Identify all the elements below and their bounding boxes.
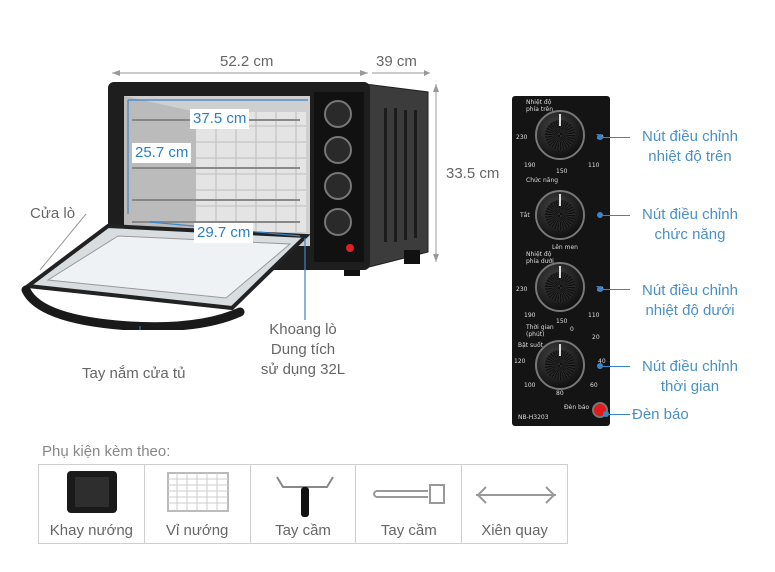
timer-knob[interactable]: [535, 340, 585, 390]
chamber-line-1: Khoang lò: [269, 321, 337, 338]
pointer-dot-4: [597, 363, 603, 369]
pointer-line-1: [600, 137, 630, 138]
accessory-name: Khay nướng: [49, 522, 134, 539]
dim-depth: 39 cm: [376, 53, 417, 70]
chamber-label: Khoang lò Dung tích sử dụng 32L: [258, 320, 348, 380]
knob3-title: Nhiệt độ phía dưới: [526, 251, 554, 265]
accessory-name: Vỉ nướng: [165, 522, 229, 539]
knob1-mark-190: 190: [524, 162, 536, 169]
handle-label: Tay nắm cửa tủ: [82, 365, 186, 382]
control-panel: Nhiệt độ phía trên 230 70 190 150 110 Ch…: [512, 96, 610, 426]
function-label-2: chức năng: [654, 226, 726, 243]
knob4-mark-60: 60: [590, 382, 598, 389]
function-label: Nút điều chỉnh chức năng: [630, 205, 750, 245]
chamber-line-3: sử dụng 32L: [260, 361, 346, 378]
function-knob[interactable]: [535, 190, 585, 240]
knob4-title: Thời gian (phút): [526, 324, 554, 338]
skewer-icon: [476, 486, 557, 504]
knob4-mark-40: 40: [598, 358, 606, 365]
chamber-line-2: Dung tích: [270, 341, 336, 358]
upper-temp-label: Nút điều chỉnh nhiệt độ trên: [630, 127, 750, 167]
knob4-mark-20: 20: [592, 334, 600, 341]
pointer-line-3: [600, 289, 630, 290]
knob1-title: Nhiệt độ phía trên: [526, 99, 554, 113]
knob1-mark-110: 110: [588, 162, 600, 169]
timer-label: Nút điều chỉnh thời gian: [630, 357, 750, 397]
knob3-mark-230: 230: [516, 286, 528, 293]
model-number: NB-H3203: [518, 414, 549, 421]
lower-temp-knob[interactable]: [535, 262, 585, 312]
tray-handle-icon: [275, 476, 334, 517]
pointer-dot-1: [597, 134, 603, 140]
knob3-mark-110: 110: [588, 312, 600, 319]
pointer-line-5: [606, 414, 630, 415]
knob4-mark-80: 80: [556, 390, 564, 397]
lower-temp-label-1: Nút điều chỉnh: [642, 282, 738, 299]
accessory-rotisserie-handle: Tay cầm: [356, 465, 463, 543]
upper-temp-label-2: nhiệt độ trên: [648, 148, 732, 165]
dim-height: 33.5 cm: [446, 165, 500, 182]
knob4-mark-0: 0: [570, 326, 574, 333]
oven-illustration: [21, 70, 439, 330]
knob3-mark-150: 150: [556, 318, 568, 325]
knob4-mark-100: 100: [524, 382, 536, 389]
pointer-dot-3: [597, 286, 603, 292]
knob3-mark-190: 190: [524, 312, 536, 319]
knob1-mark-150: 150: [556, 168, 568, 175]
accessories-table: Khay nướng Vỉ nướng Tay cầm Tay cầm: [38, 464, 568, 544]
lamp-text: Đèn báo: [564, 404, 590, 411]
dim-interior-height: 25.7 cm: [132, 143, 192, 163]
knob2-mark-off: Tắt: [520, 212, 530, 219]
grill-rack-icon: [166, 472, 229, 512]
dim-width: 52.2 cm: [220, 53, 274, 70]
dim-interior-depth: 29.7 cm: [194, 223, 254, 243]
accessory-baking-tray: Khay nướng: [39, 465, 145, 543]
knob2-title: Chức năng: [526, 177, 559, 184]
accessory-name: Tay cầm: [380, 522, 437, 539]
knob1-mark-230: 230: [516, 134, 528, 141]
upper-temp-label-1: Nút điều chỉnh: [642, 128, 738, 145]
accessory-name: Tay cầm: [275, 522, 331, 539]
knob4-mark-120: 120: [514, 358, 526, 365]
knob2-mark-ferment: Lên men: [552, 244, 578, 251]
timer-label-2: thời gian: [660, 378, 720, 395]
accessory-tray-handle: Tay cầm: [251, 465, 357, 543]
pointer-dot-5: [603, 411, 609, 417]
door-label: Cửa lò: [30, 205, 76, 222]
accessory-name: Xiên quay: [481, 522, 548, 539]
lower-temp-label-2: nhiệt độ dưới: [645, 302, 735, 319]
timer-label-1: Nút điều chỉnh: [642, 358, 738, 375]
accessory-grill-rack: Vỉ nướng: [145, 465, 251, 543]
lamp-label: Đèn báo: [632, 406, 689, 423]
pointer-line-4: [600, 366, 630, 367]
pointer-dot-2: [597, 212, 603, 218]
accessory-skewer: Xiên quay: [462, 465, 567, 543]
function-label-1: Nút điều chỉnh: [642, 206, 738, 223]
knob4-mark-always: Bật suốt: [518, 342, 544, 349]
upper-temp-knob[interactable]: [535, 110, 585, 160]
baking-tray-icon: [67, 471, 117, 513]
accessories-heading: Phụ kiện kèm theo:: [42, 443, 171, 460]
rotisserie-handle-icon: [373, 484, 446, 504]
pointer-line-2: [600, 215, 630, 216]
lower-temp-label: Nút điều chỉnh nhiệt độ dưới: [630, 281, 750, 321]
dim-interior-width: 37.5 cm: [190, 109, 250, 129]
